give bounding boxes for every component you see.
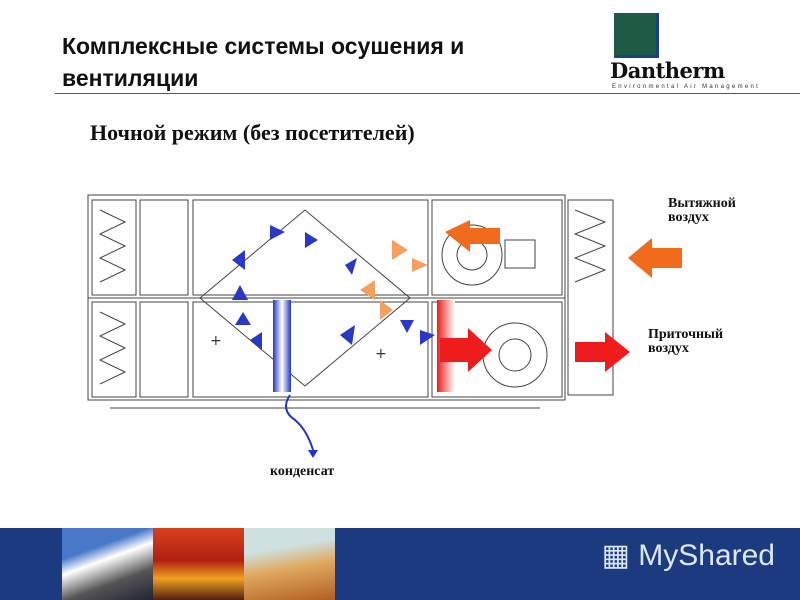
supply-label-line2: воздух [648,341,689,356]
supply-label-line1: Приточный [648,327,724,342]
title-line-2: вентиляции [62,65,199,91]
supply-air-label: Приточный воздух [648,328,723,356]
svg-text:+: + [210,333,222,349]
presentation-icon: ▦ [601,539,639,572]
exhaust-air-label: Вытяжной воздух [668,197,736,225]
exhaust-label-line2: воздух [668,210,709,225]
dantherm-logo: Dantherm Environmental Air Management [600,10,785,95]
condensate-drain [285,394,314,451]
recirculation-arrows [232,225,435,350]
exhaust-arrow-inner [445,220,500,252]
slide-subtitle: Ночной режим (без посетителей) [90,120,415,145]
supply-air-arrow [575,332,630,372]
supply-fan [482,322,548,388]
logo-name: Dantherm [610,58,725,83]
mountain-image [62,528,153,600]
footer-band: ▦ MyShared [0,528,800,600]
lava-image [153,528,244,600]
logo-tagline: Environmental Air Management [612,84,761,90]
desert-image [244,528,335,600]
myshared-watermark: ▦ MyShared [602,538,775,573]
cooling-coil [273,300,291,392]
exhaust-label-line1: Вытяжной [668,196,736,211]
myshared-text: MyShared [638,539,775,572]
header-divider [55,93,800,94]
exhaust-inner-arrows [360,240,428,320]
title-line-1: Комплексные системы осушения и [62,33,465,59]
svg-text:+: + [375,346,387,362]
exhaust-air-arrow [628,238,682,278]
condensate-label: конденсат [270,464,335,479]
supply-arrow-inner [440,328,492,372]
exhaust-fan [441,224,503,286]
logo-mark [614,13,659,58]
slide-title: Комплексные системы осушения и вентиляци… [62,30,464,94]
